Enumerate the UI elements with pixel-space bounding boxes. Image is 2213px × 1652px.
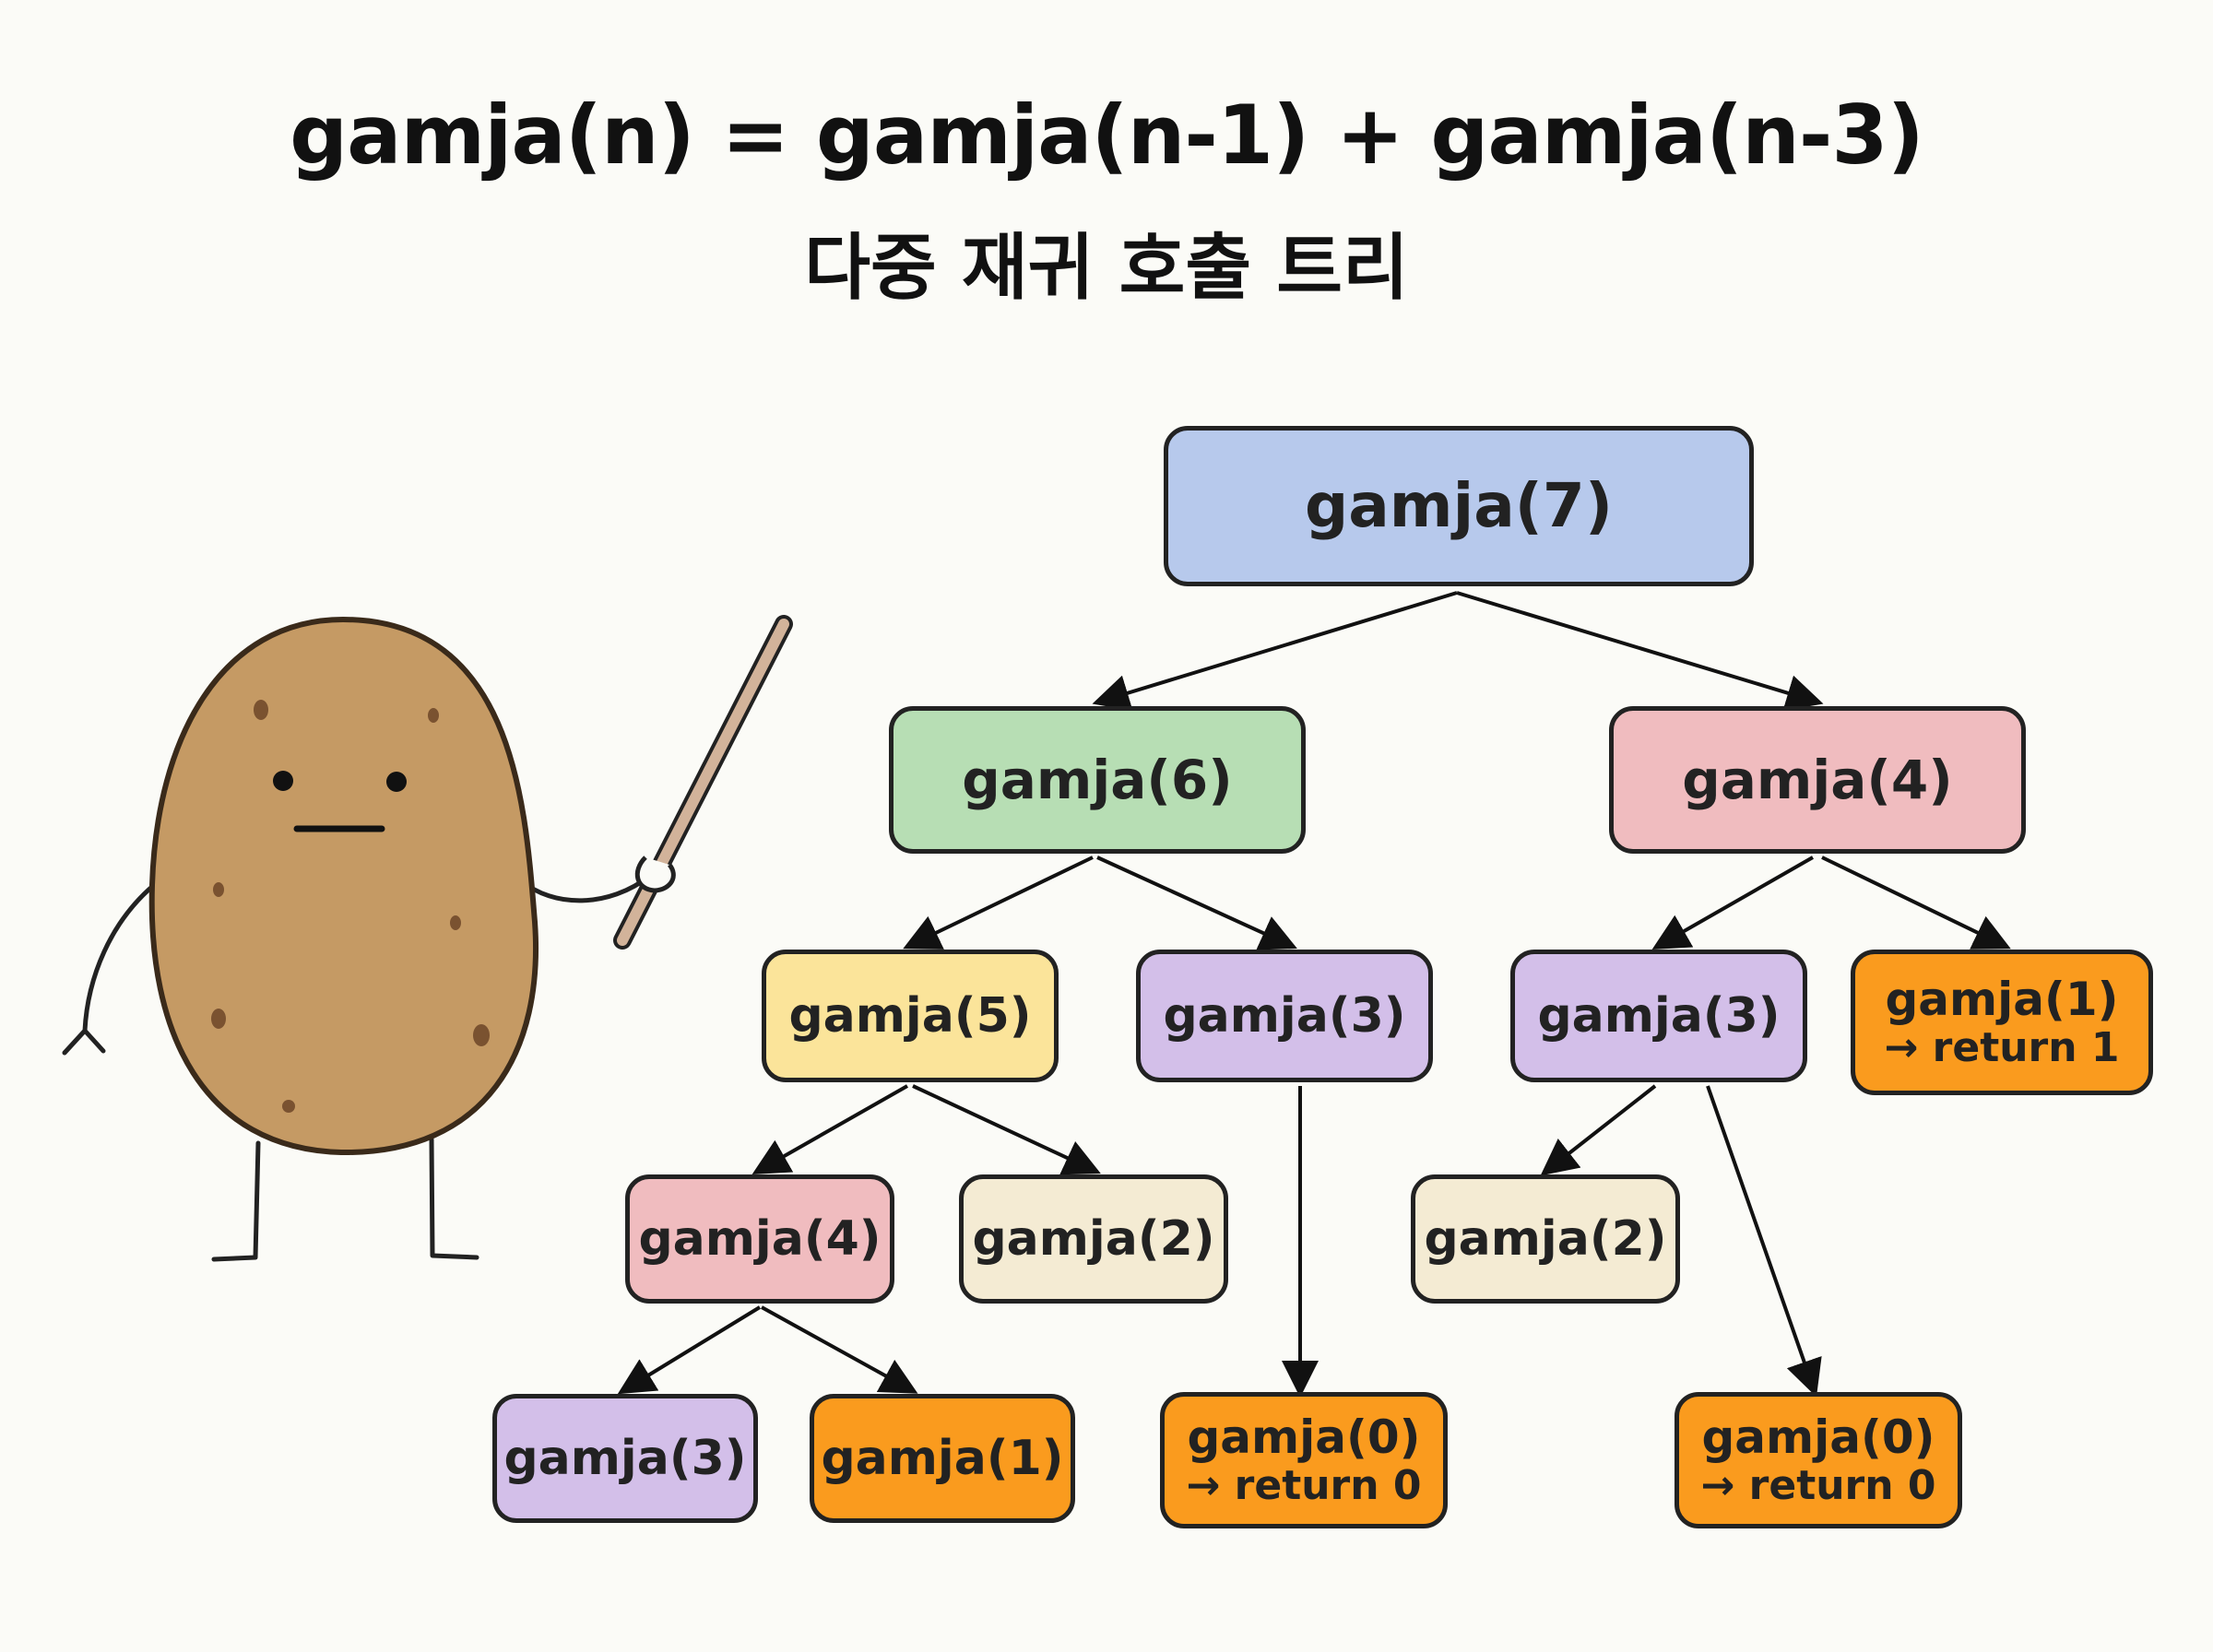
edge-n4l-n1a	[761, 1305, 918, 1394]
tree-node-n5: gamja(5)	[762, 950, 1059, 1082]
node-label: gamja(1)	[821, 1430, 1064, 1486]
edge-n4r-n3b	[1651, 856, 1814, 950]
tree-node-n3c: gamja(3)	[492, 1394, 758, 1523]
node-label: gamja(2)	[1424, 1210, 1667, 1267]
edge-n7-n4r	[1456, 591, 1824, 712]
node-label: gamja(7)	[1305, 470, 1613, 542]
node-return-label: → return 0	[1186, 1462, 1422, 1510]
edge-n6-n3a	[1096, 856, 1297, 950]
node-label: gamja(4)	[1682, 748, 1953, 811]
diagram-subtitle: 다중 재귀 호출 트리	[804, 227, 1409, 310]
node-label: gamja(3)	[1163, 987, 1406, 1044]
tree-node-n2b: gamja(2)	[1411, 1174, 1680, 1304]
tree-node-n7: gamja(7)	[1164, 426, 1754, 586]
tree-node-n4r: gamja(4)	[1609, 706, 2026, 854]
diagram-title: gamja(n) = gamja(n-1) + gamja(n-3)	[290, 88, 1924, 183]
node-label: gamja(3)	[1537, 987, 1781, 1044]
node-return-label: → return 0	[1700, 1462, 1936, 1510]
tree-node-n0a: gamja(0)→ return 0	[1160, 1392, 1448, 1528]
edge-n4l-n3c	[617, 1305, 762, 1395]
edge-n4r-n1r	[1821, 856, 2011, 950]
tree-node-n6: gamja(6)	[889, 706, 1306, 854]
node-label: gamja(1)	[1885, 973, 2119, 1027]
tree-node-n0b: gamja(0)→ return 0	[1675, 1392, 1962, 1528]
tree-node-n4l: gamja(4)	[625, 1174, 894, 1304]
node-label: gamja(6)	[962, 748, 1233, 811]
edge-n7-n6	[1092, 591, 1458, 711]
tree-node-n3a: gamja(3)	[1136, 950, 1433, 1082]
edge-n5-n2a	[912, 1084, 1101, 1175]
potato-teacher-icon	[62, 615, 793, 1262]
node-label: gamja(3)	[503, 1430, 747, 1486]
edge-n3b-n0b	[1706, 1085, 1822, 1398]
edge-n6-n5	[903, 856, 1094, 950]
tree-node-n1a: gamja(1)	[810, 1394, 1075, 1523]
node-label: gamja(2)	[972, 1210, 1215, 1267]
node-label: gamja(0)	[1187, 1410, 1421, 1465]
edge-n3b-n2b	[1540, 1084, 1657, 1176]
node-label: gamja(0)	[1701, 1410, 1935, 1465]
tree-node-n2a: gamja(2)	[959, 1174, 1228, 1304]
node-label: gamja(4)	[638, 1210, 882, 1267]
tree-node-n3b: gamja(3)	[1510, 950, 1807, 1082]
node-return-label: → return 1	[1884, 1024, 2120, 1072]
tree-node-n1r: gamja(1)→ return 1	[1851, 950, 2153, 1095]
node-label: gamja(5)	[788, 987, 1032, 1044]
edge-n5-n4l	[751, 1084, 908, 1174]
